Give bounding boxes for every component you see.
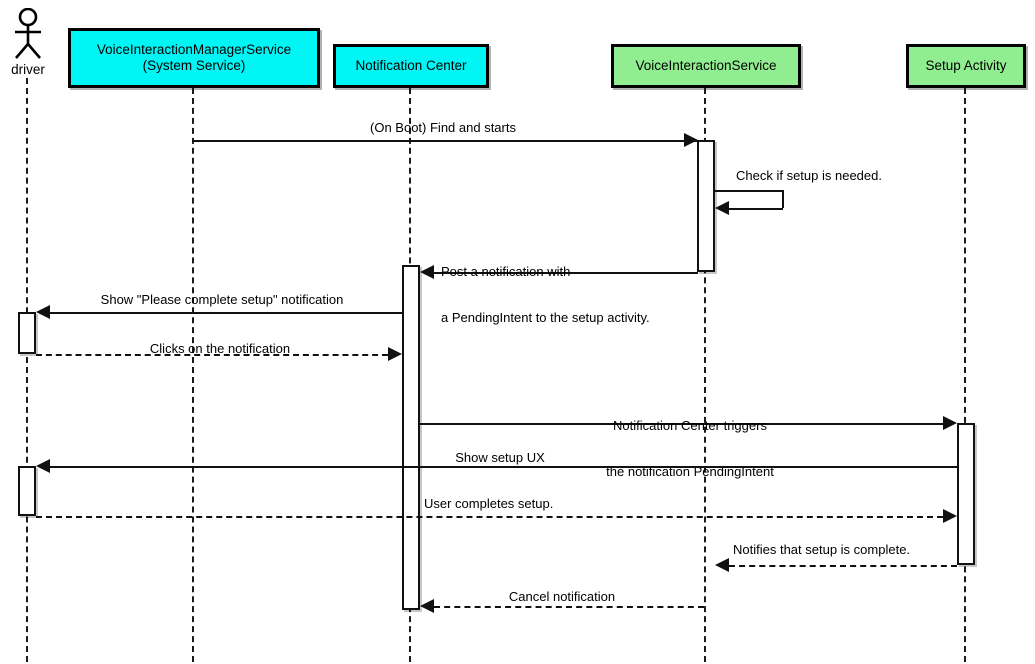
- arrowhead-left-m2: [715, 201, 729, 215]
- activation-bar-driver-2: [18, 466, 36, 516]
- message-line-check-if-setup-right: [782, 190, 784, 208]
- message-line-show-setup-ux: [50, 466, 957, 468]
- participant-box-notification-center[interactable]: Notification Center: [333, 44, 489, 88]
- activation-bar-setup-activity: [957, 423, 975, 565]
- participant-label-voiceinteractionservice: VoiceInteractionService: [635, 58, 777, 74]
- arrowhead-left-m4: [36, 305, 50, 319]
- message-label-post-notification-line1: Post a notification with: [441, 264, 571, 280]
- message-line-cancel-notification: [434, 606, 704, 608]
- message-line-on-boot-find-and-starts: [192, 140, 698, 142]
- message-line-check-if-setup-top: [715, 190, 783, 192]
- message-line-show-complete-setup-notification: [50, 312, 402, 314]
- arrowhead-left-m3: [420, 265, 434, 279]
- message-label-user-completes-setup: User completes setup.: [424, 496, 554, 511]
- activation-bar-driver-1: [18, 312, 36, 354]
- actor-driver-label: driver: [11, 62, 45, 77]
- lifeline-voiceinteractionmanagerservice: [192, 88, 194, 662]
- message-label-cancel-notification: Cancel notification: [508, 589, 616, 604]
- message-line-user-completes-setup: [36, 516, 943, 518]
- participant-box-voiceinteractionservice[interactable]: VoiceInteractionService: [611, 44, 801, 88]
- message-line-notification-center-triggers: [420, 423, 944, 425]
- arrowhead-right-m6: [943, 416, 957, 430]
- participant-label-line2: (System Service): [142, 58, 246, 73]
- message-label-show-setup-ux: Show setup UX: [455, 450, 545, 465]
- arrowhead-left-m10: [420, 599, 434, 613]
- activation-bar-notification-center: [402, 265, 420, 610]
- participant-box-setup-activity[interactable]: Setup Activity: [906, 44, 1026, 88]
- message-label-notification-center-triggers-line1: Notification Center triggers: [613, 418, 767, 434]
- message-label-notification-center-triggers: Notification Center triggers the notific…: [606, 388, 774, 510]
- participant-box-voiceinteractionmanagerservice[interactable]: VoiceInteractionManagerService (System S…: [68, 28, 320, 88]
- actor-driver-figure: [8, 7, 48, 60]
- arrowhead-left-m7: [36, 459, 50, 473]
- activation-bar-voiceinteractionservice: [697, 140, 715, 272]
- message-label-on-boot-find-and-starts: (On Boot) Find and starts: [370, 120, 516, 135]
- arrowhead-right-m8: [943, 509, 957, 523]
- participant-label-notification-center: Notification Center: [355, 58, 467, 74]
- message-label-post-notification-line2: a PendingIntent to the setup activity.: [441, 310, 650, 326]
- participant-label-setup-activity: Setup Activity: [925, 58, 1007, 74]
- message-line-check-if-setup-bottom: [729, 208, 783, 210]
- arrowhead-left-m9: [715, 558, 729, 572]
- lifeline-setup-activity: [964, 88, 966, 662]
- lifeline-voiceinteractionservice: [704, 88, 706, 662]
- message-line-notifies-setup-complete: [729, 565, 957, 567]
- participant-label-line1: VoiceInteractionManagerService: [96, 42, 292, 58]
- arrowhead-right-m1: [684, 133, 698, 147]
- message-label-notifies-setup-complete: Notifies that setup is complete.: [733, 542, 911, 557]
- arrowhead-right-m5: [388, 347, 402, 361]
- message-label-check-if-setup-is-needed: Check if setup is needed.: [736, 168, 882, 183]
- message-line-post-notification: [434, 272, 698, 274]
- message-label-show-complete-setup-notification: Show "Please complete setup" notificatio…: [100, 292, 344, 307]
- message-line-clicks-on-notification: [36, 354, 388, 356]
- lifeline-driver: [26, 78, 28, 662]
- message-label-post-notification: Post a notification with a PendingIntent…: [441, 234, 650, 356]
- message-label-clicks-on-notification: Clicks on the notification: [149, 341, 291, 356]
